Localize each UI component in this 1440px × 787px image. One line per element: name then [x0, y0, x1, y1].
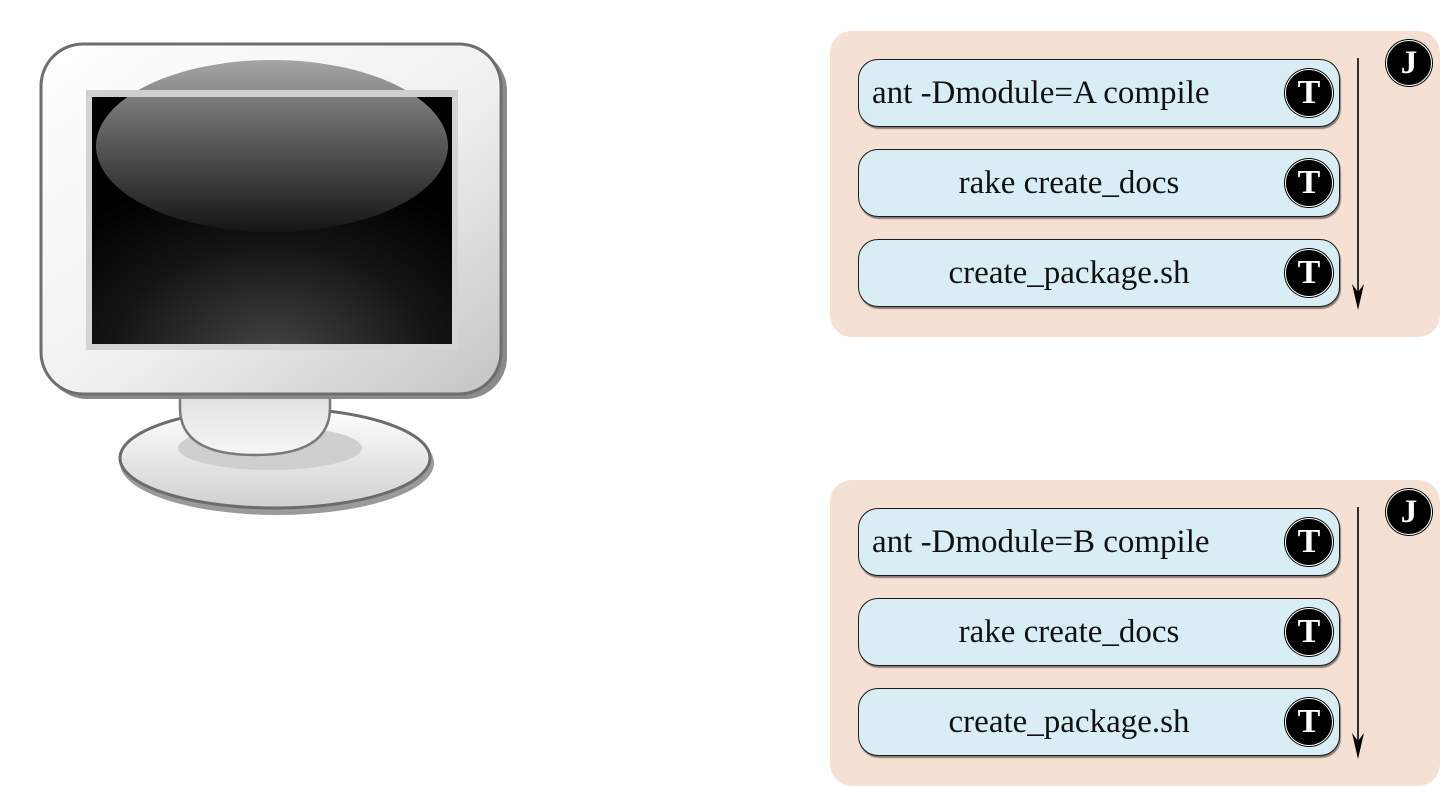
down-arrow-icon [1352, 58, 1364, 310]
task-box: ant -Dmodule=A compile T [858, 59, 1340, 127]
task-box: rake create_docs T [858, 149, 1340, 217]
task-badge-icon: T [1285, 608, 1333, 656]
job-badge-icon: J [1386, 489, 1432, 535]
task-badge-icon: T [1285, 698, 1333, 746]
task-label: create_package.sh [948, 254, 1190, 291]
down-arrow-icon [1352, 507, 1364, 759]
task-label: rake create_docs [958, 613, 1180, 650]
task-label: ant -Dmodule=B compile [872, 523, 1210, 560]
task-badge-icon: T [1285, 69, 1333, 117]
task-badge-icon: T [1285, 249, 1333, 297]
job-container: ant -Dmodule=A compile T rake create_doc… [830, 31, 1440, 337]
task-box: ant -Dmodule=B compile T [858, 508, 1340, 576]
job-badge-icon: J [1386, 40, 1432, 86]
task-box: create_package.sh T [858, 239, 1340, 307]
computer-monitor-icon [39, 42, 507, 515]
task-label: create_package.sh [948, 703, 1190, 740]
task-box: rake create_docs T [858, 598, 1340, 666]
task-badge-icon: T [1285, 159, 1333, 207]
task-badge-icon: T [1285, 518, 1333, 566]
task-label: rake create_docs [958, 164, 1180, 201]
task-label: ant -Dmodule=A compile [872, 74, 1210, 111]
job-container: ant -Dmodule=B compile T rake create_doc… [830, 480, 1440, 786]
task-box: create_package.sh T [858, 688, 1340, 756]
